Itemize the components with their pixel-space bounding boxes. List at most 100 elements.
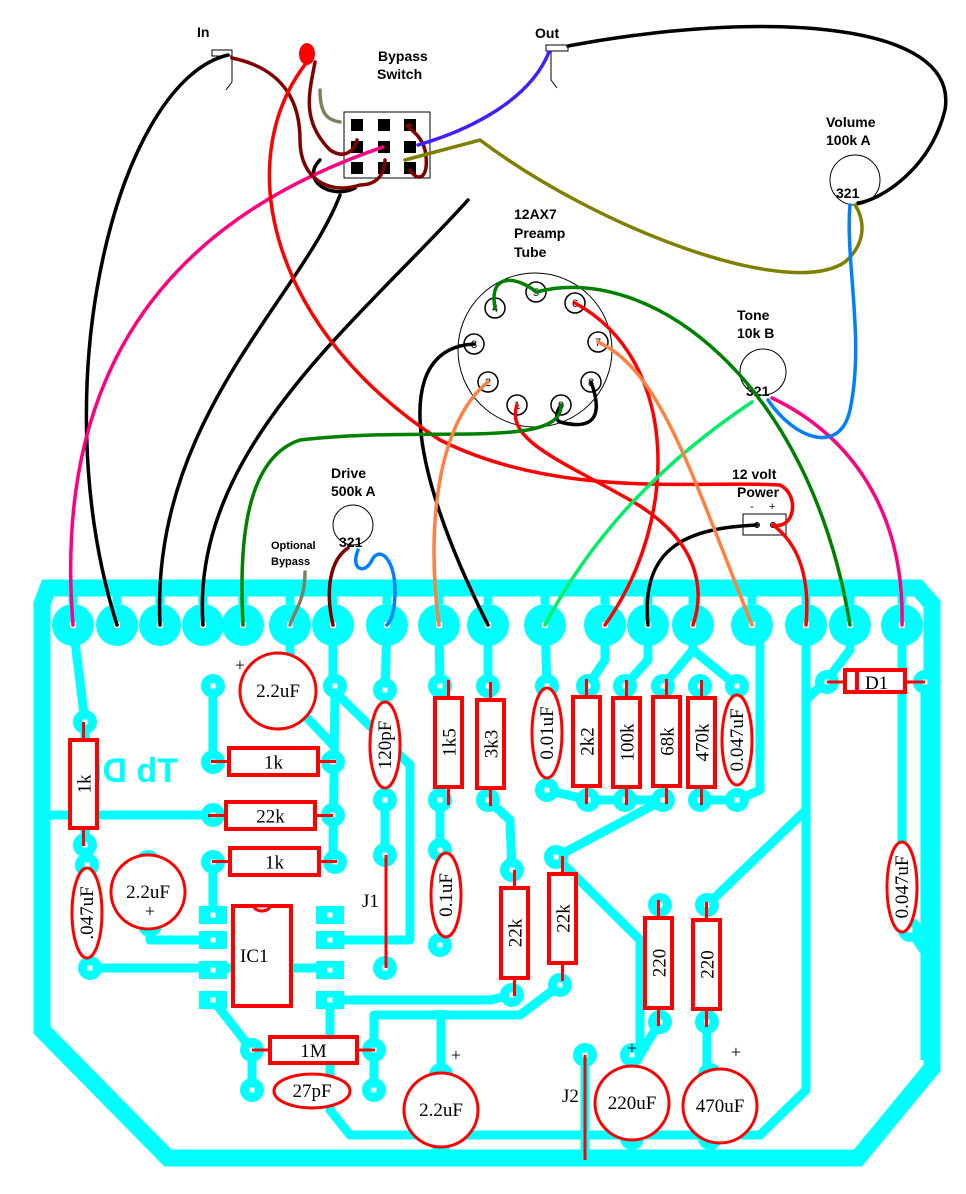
resistor: 1k5 <box>433 680 464 805</box>
resistor: 470k <box>686 680 717 805</box>
resistor-value: 1k <box>75 774 96 794</box>
wire-black <box>84 53 230 627</box>
wire-green <box>240 403 563 627</box>
capacitor: 470uF + <box>681 1042 759 1145</box>
capacitor-value: 27pF <box>292 1081 331 1102</box>
resistor-value: 1k5 <box>440 728 461 757</box>
drive-pot-label-2: 500k A <box>331 483 376 499</box>
resistor: 220 <box>643 900 674 1026</box>
capacitor: 0.01uF <box>530 686 564 780</box>
polarity-mark: + <box>731 1042 741 1062</box>
capacitor: 2.2uF+ <box>235 651 318 731</box>
board-outline <box>33 579 941 1167</box>
wire-darkred <box>405 123 428 179</box>
wire-lightgreen <box>543 400 754 627</box>
resistor-value: 100k <box>618 723 639 762</box>
capacitor: 27pF <box>272 1072 352 1110</box>
capacitor-value: 2.2uF <box>126 882 170 903</box>
resistor-value: 3k3 <box>482 730 503 759</box>
ic1-label: IC1 <box>240 946 269 967</box>
polarity-mark: + <box>235 655 245 675</box>
wire-green <box>492 278 852 627</box>
capacitor-value: 220uF <box>608 1093 657 1114</box>
volume-pot[interactable]: 321 Volume 100k A <box>826 114 881 206</box>
diode-d1: D1 <box>827 668 925 694</box>
components: IC1 D1 J1 J2 1k 1k 22k 1k 1k5 3k3 2k2 100k 68k 47… <box>68 651 925 1160</box>
capacitor: 120pF <box>368 700 402 790</box>
diode-label: D1 <box>865 673 888 694</box>
resistor-value: 220 <box>650 949 671 978</box>
resistor-value: 1M <box>300 1041 327 1062</box>
copper-trace <box>369 981 563 1090</box>
capacitor-value: .047uF <box>77 886 98 939</box>
capacitor: 0.047uF <box>720 693 754 787</box>
power-minus: - <box>750 501 754 513</box>
capacitor-value: 470uF <box>696 1096 745 1117</box>
wire-black <box>200 198 470 627</box>
switch-lug <box>404 162 416 174</box>
bypass-switch-label-2: Switch <box>377 66 422 82</box>
resistor: 1k <box>68 722 99 846</box>
tone-pot[interactable]: 321 Tone 10k B <box>737 307 787 399</box>
jumper-j1-label: J1 <box>362 891 379 912</box>
tube-label-1: 12AX7 <box>514 206 557 222</box>
drive-pot[interactable]: 321 Drive 500k A <box>331 465 376 550</box>
resistor: 220 <box>691 902 722 1027</box>
output-jack-label: Out <box>535 25 559 41</box>
copper-trace <box>328 685 340 863</box>
capacitor: 0.047uF <box>885 840 919 934</box>
wire-blue <box>354 548 397 627</box>
resistor-value: 470k <box>693 723 714 762</box>
resistor-value: 2k2 <box>578 727 599 756</box>
wire-red <box>573 301 660 627</box>
input-jack[interactable]: In <box>197 24 233 91</box>
mirrored-board-text: Tb Dr <box>89 752 178 790</box>
resistor: 68k <box>651 679 682 804</box>
tone-pot-label-2: 10k B <box>737 325 774 341</box>
resistor: 1k <box>211 746 336 777</box>
power-label-2: Power <box>737 484 780 500</box>
resistor: 22k <box>547 856 578 981</box>
resistor: 100k <box>611 680 642 805</box>
wire-black <box>157 193 342 627</box>
capacitor: 2.2uF+ <box>109 853 187 931</box>
wire-gray <box>288 570 307 627</box>
wire-black <box>555 380 598 427</box>
volume-pot-label-1: Volume <box>826 114 876 130</box>
capacitor-value: 120pF <box>375 721 396 770</box>
jumper-j2-label: J2 <box>562 1086 579 1107</box>
resistor-value: 1k <box>265 853 285 874</box>
optional-bypass-label-1: Optional <box>271 540 316 552</box>
capacitor: 220uF + <box>593 1038 671 1142</box>
output-jack[interactable]: Out <box>535 25 569 89</box>
input-jack-label: In <box>197 24 209 40</box>
wire-red <box>267 60 795 528</box>
wires <box>68 24 948 627</box>
switch-lug <box>378 119 390 131</box>
resistor-value: 22k <box>256 807 285 828</box>
polarity-mark: + <box>627 1038 637 1058</box>
wire-gray <box>318 88 342 124</box>
resistor-value: 22k <box>554 904 575 933</box>
wire-red <box>771 523 809 627</box>
resistor: 1k <box>212 846 337 877</box>
resistor: 2k2 <box>571 679 602 804</box>
polarity-mark: + <box>451 1045 461 1065</box>
volume-pot-pins: 321 <box>836 185 860 201</box>
wire-black <box>566 24 948 205</box>
power-label-1: 12 volt <box>732 466 777 482</box>
wire-black <box>311 158 357 194</box>
resistor: 3k3 <box>475 682 506 806</box>
bypass-switch[interactable]: Bypass Switch <box>343 48 431 179</box>
capacitor-value: 0.1uF <box>436 873 457 917</box>
optional-bypass-label-2: Bypass <box>271 556 310 568</box>
switch-lugs <box>351 119 416 174</box>
capacitor: 0.1uF <box>429 851 463 939</box>
resistor-value: 22k <box>506 918 527 947</box>
copper-trace <box>703 806 810 909</box>
wire-black <box>645 523 759 627</box>
wire-magenta <box>770 396 904 627</box>
power-plus: + <box>769 501 775 513</box>
